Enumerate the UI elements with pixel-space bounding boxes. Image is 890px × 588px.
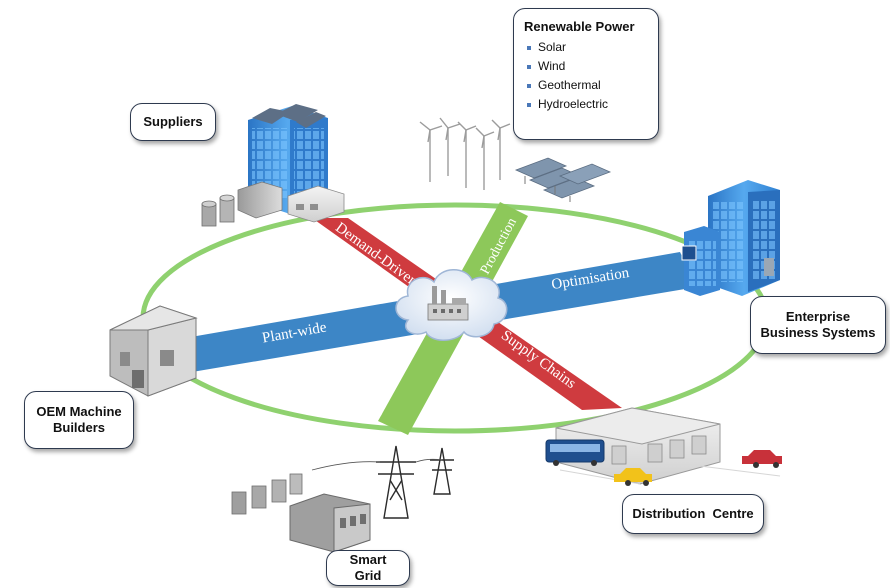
oem-machine-builders-callout: OEM Machine Builders (24, 391, 134, 449)
smart-grid-callout: Smart Grid (326, 550, 410, 586)
renewable-item-geothermal: Geothermal (524, 76, 648, 95)
oem-building-icon (109, 305, 198, 397)
smart-grid-icon (231, 445, 454, 553)
solar-panels-icon (514, 157, 612, 202)
wind-turbines-icon (419, 117, 511, 190)
suppliers-building-icon (201, 104, 345, 227)
band-label-demand-driven: Demand-Driven (332, 220, 421, 291)
distribution-centre-callout: Distribution Centre (622, 494, 764, 534)
band-label-supply-chains: Supply Chains (498, 327, 579, 392)
renewable-power-title: Renewable Power (524, 19, 635, 34)
enterprise-business-systems-callout: Enterprise Business Systems (750, 296, 886, 354)
central-factory-cloud-icon (395, 269, 508, 341)
enterprise-building-icon (681, 180, 780, 296)
renewable-item-solar: Solar (524, 38, 648, 57)
renewable-power-list: Solar Wind Geothermal Hydroelectric (524, 38, 648, 114)
suppliers-callout: Suppliers (130, 103, 216, 141)
renewable-item-wind: Wind (524, 57, 648, 76)
distribution-centre-icon (545, 407, 782, 486)
yellow-car-icon (614, 468, 652, 482)
renewable-power-callout: Renewable Power Solar Wind Geothermal Hy… (513, 8, 659, 140)
red-car-icon (742, 450, 782, 464)
renewable-item-hydroelectric: Hydroelectric (524, 95, 648, 114)
